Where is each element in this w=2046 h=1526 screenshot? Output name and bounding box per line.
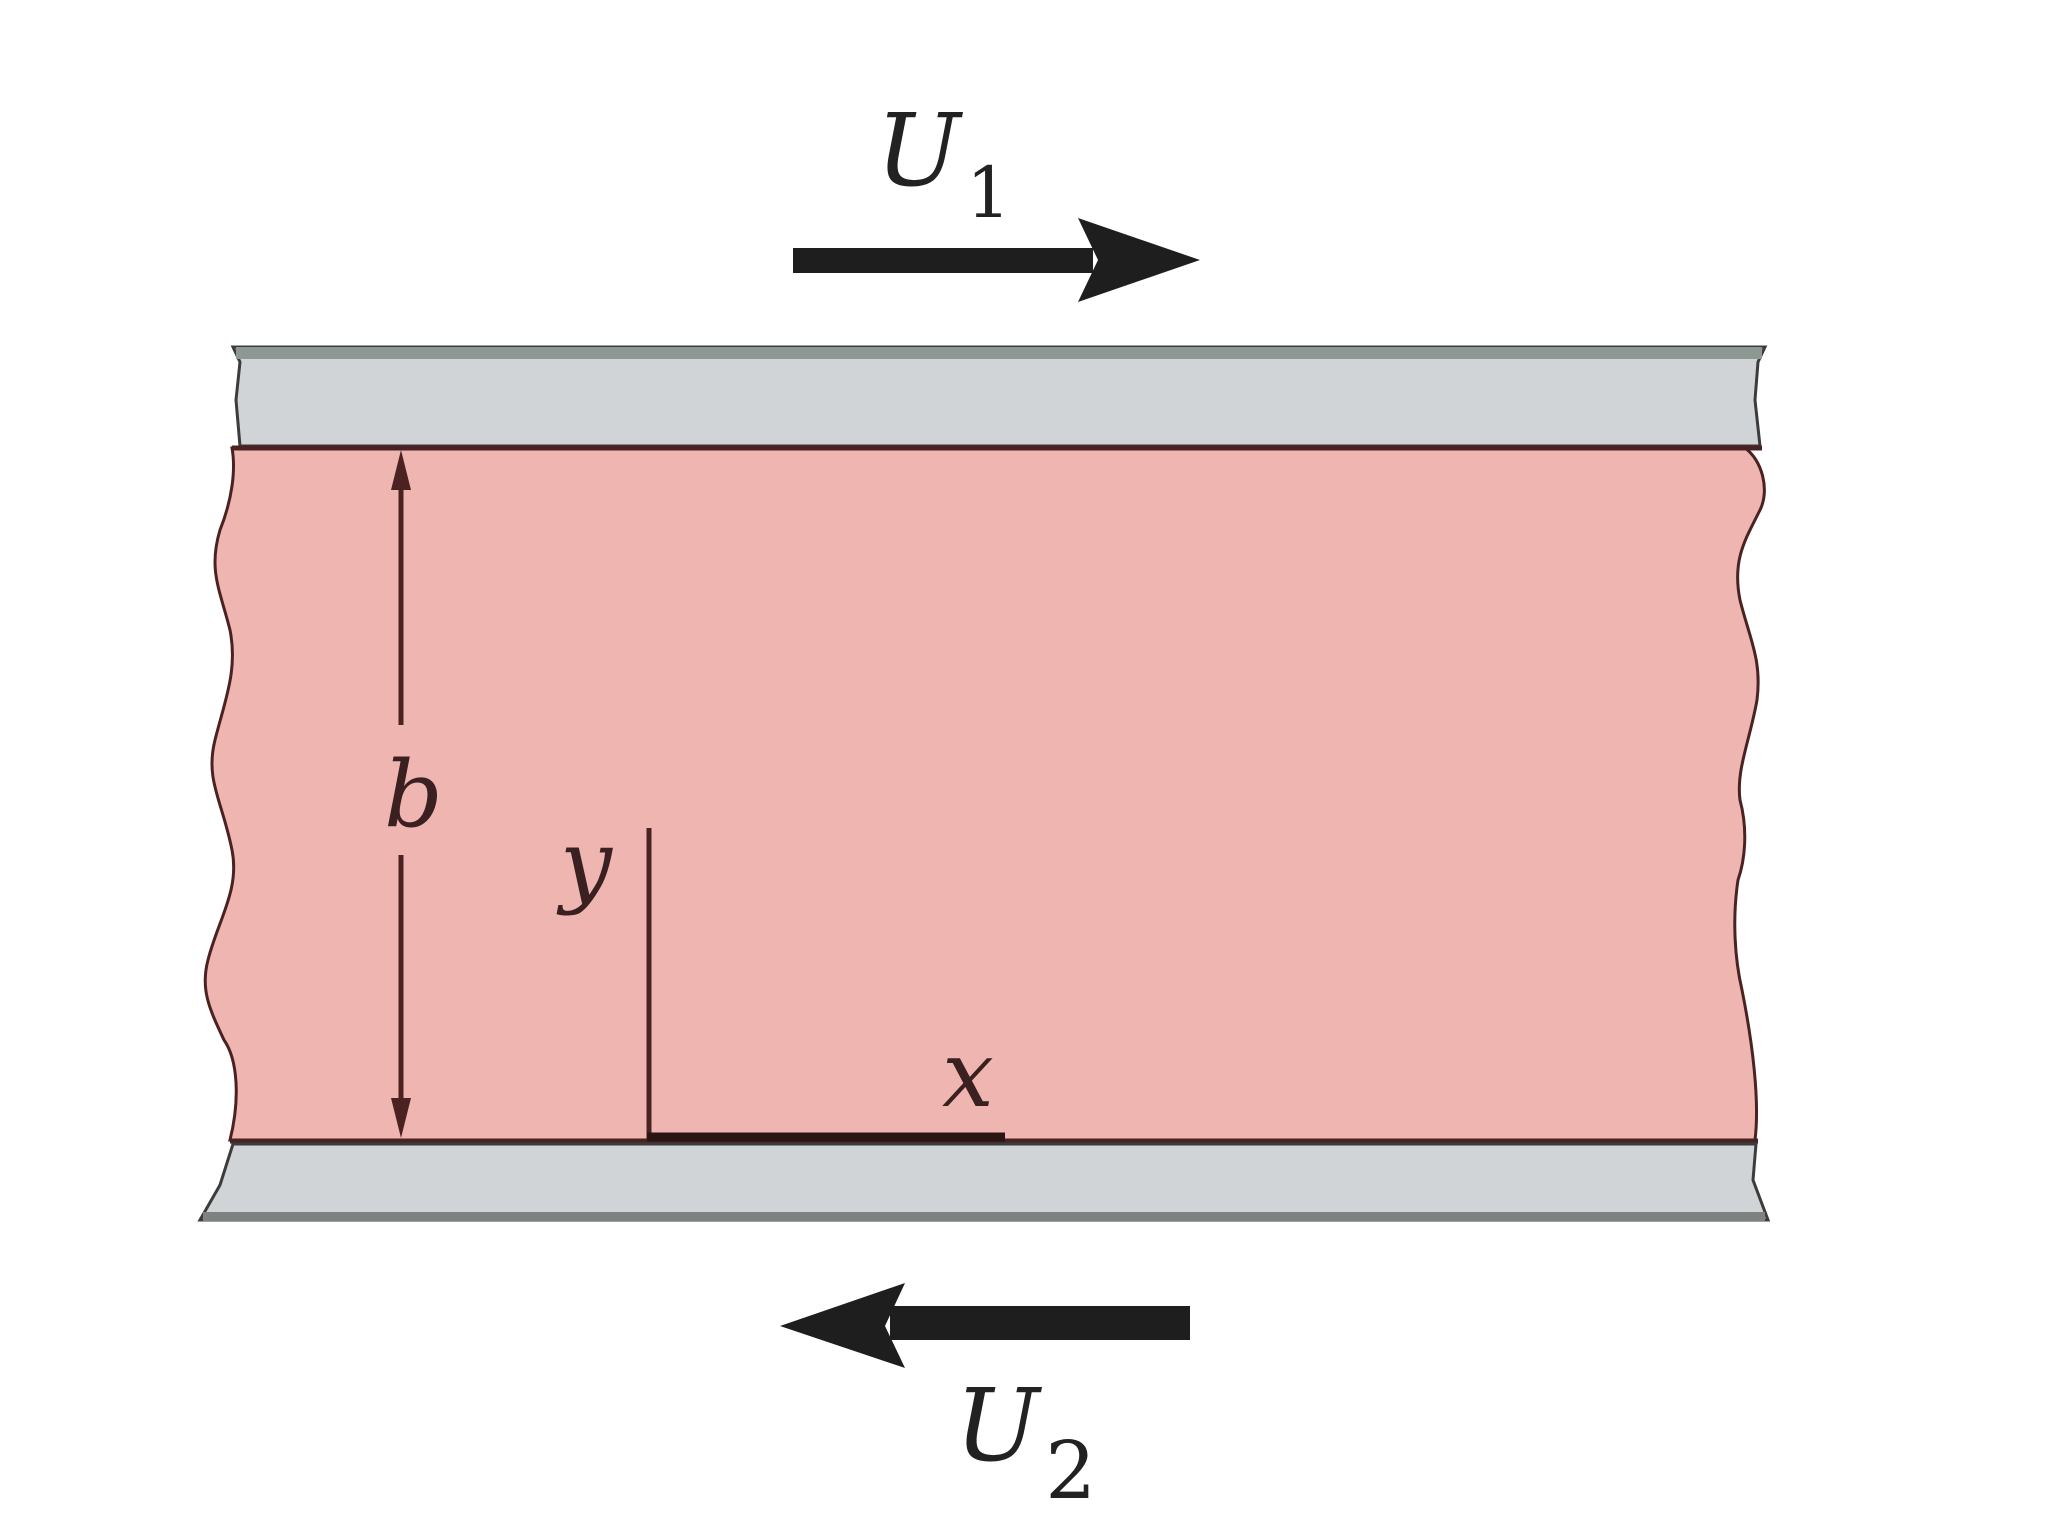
dimension-arrowhead-down-icon [391,1098,411,1138]
arrow-right-icon [1078,218,1200,302]
coordinate-axes: y x [556,810,1005,1142]
gap-label: b [384,741,443,848]
gap-dimension: b [384,450,443,1138]
top-velocity-label: U1 [876,92,1011,234]
bottom-plate-velocity: U2 [780,1283,1190,1517]
bottom-plate [197,1142,1771,1222]
bottom-velocity-symbol: U [955,1367,1043,1484]
top-plate [230,345,1768,448]
x-axis-label: x [942,1021,994,1128]
y-axis-label: y [556,810,613,917]
arrow-left-icon [780,1283,905,1368]
top-plate-velocity: U1 [793,92,1200,302]
top-velocity-symbol: U [876,92,964,209]
dimension-arrowhead-up-icon [391,450,411,490]
bottom-velocity-label: U2 [955,1367,1096,1517]
top-velocity-subscript: 1 [966,152,1011,234]
bottom-velocity-subscript: 2 [1045,1424,1096,1517]
